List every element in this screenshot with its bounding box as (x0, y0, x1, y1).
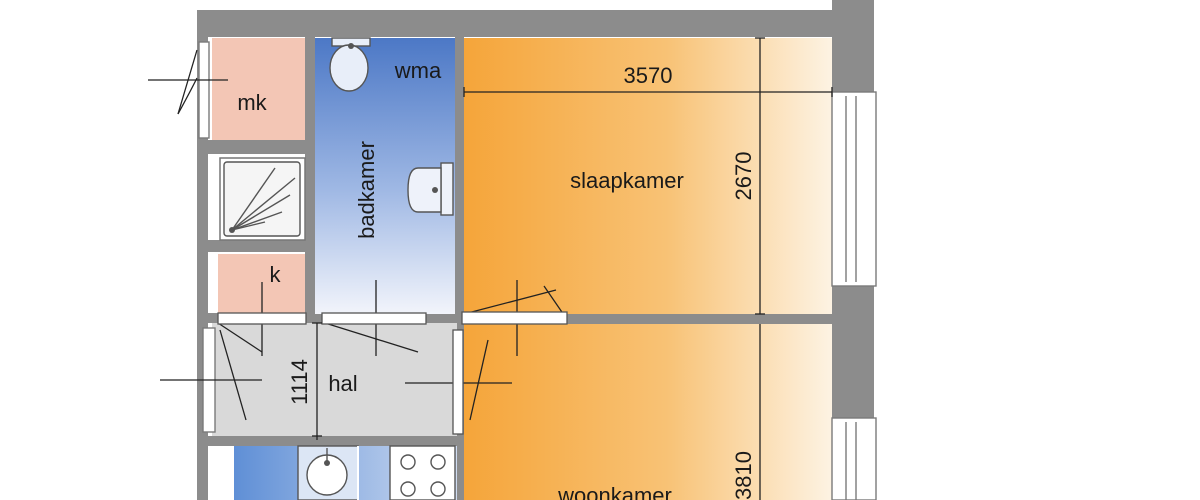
label-woonkamer: woonkamer (557, 483, 672, 500)
stove-icon (389, 445, 456, 500)
woonkamer-fill (464, 324, 832, 500)
shower-icon (223, 161, 301, 237)
bath-left-wall (305, 37, 315, 317)
dim-label-woonkamer: 3810 (731, 451, 756, 500)
sink-icon (297, 445, 359, 500)
dim-label-depth: 2670 (731, 152, 756, 201)
dim-label-width: 3570 (624, 63, 673, 88)
label-hal: hal (328, 371, 357, 396)
fixtures (223, 37, 456, 500)
label-wma: wma (394, 58, 442, 83)
label-mk: mk (237, 90, 267, 115)
middle-wall (462, 314, 832, 324)
bath-right-wall (455, 37, 464, 327)
label-k: k (270, 262, 282, 287)
shower-bottom-wall (208, 240, 318, 252)
doors (148, 49, 568, 435)
window-slaapkamer (831, 91, 877, 287)
hall-bottom-wall (197, 436, 463, 446)
window-left-top (198, 41, 210, 139)
left-outer-wall (197, 10, 208, 500)
room-fills (212, 38, 832, 500)
window-woonkamer (831, 417, 877, 500)
mk-bottom-wall (208, 140, 318, 154)
top-wall (197, 10, 835, 37)
slaapkamer-fill (464, 38, 832, 314)
toilet-icon (329, 37, 371, 92)
dim-label-hal: 1114 (287, 359, 312, 405)
label-slaapkamer: slaapkamer (570, 168, 684, 193)
washbasin-icon (407, 162, 454, 216)
dimension-lines (312, 37, 833, 500)
label-badkamer: badkamer (354, 141, 379, 239)
mk-room-fill (212, 38, 305, 140)
